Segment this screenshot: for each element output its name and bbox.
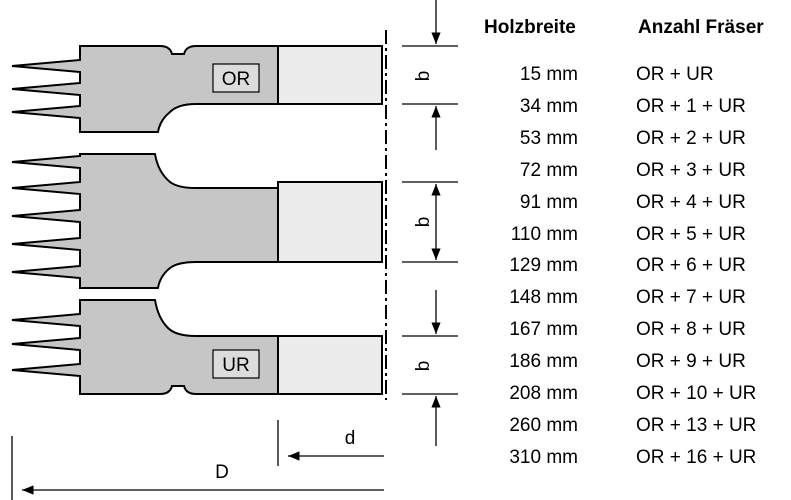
dimension-b-label-middle: b: [413, 217, 434, 228]
cutter-count-cell: OR + 9 + UR: [636, 351, 746, 373]
wood-width-cell: 310 mm: [509, 446, 578, 468]
cutter-count-cell: OR + 10 + UR: [636, 383, 757, 404]
dimension-D: [11, 436, 384, 500]
wood-width-cell: 260 mm: [509, 414, 578, 436]
cutter-count-cell: OR + 3 + UR: [636, 159, 746, 181]
cutter-diagram: OR UR b b b d: [11, 0, 458, 500]
table-row: 148 mm OR + 7 + UR: [484, 288, 784, 310]
wood-width-cell: 186 mm: [509, 351, 578, 373]
wood-width-cell: 34 mm: [519, 95, 578, 117]
table-row: 310 mm OR + 16 + UR: [484, 446, 784, 470]
middle-cutter: [11, 153, 383, 289]
bottom-shank: [277, 335, 383, 395]
dimension-D-label: D: [215, 462, 229, 483]
table-row: 110 mm OR + 5 + UR: [484, 223, 784, 247]
wood-width-cell: 129 mm: [509, 255, 578, 277]
table-row: 91 mm OR + 4 + UR: [484, 191, 784, 215]
top-cutter-or: OR: [11, 45, 383, 133]
table-row: 208 mm OR + 10 + UR: [484, 384, 784, 406]
ur-label: UR: [222, 355, 249, 376]
dimension-d: [277, 420, 384, 466]
cutter-count-cell: OR + 13 + UR: [636, 414, 757, 436]
or-label: OR: [222, 69, 251, 90]
table-row: 167 mm OR + 8 + UR: [484, 320, 784, 342]
wood-width-cell: 167 mm: [509, 319, 578, 341]
cutter-count-cell: OR + 16 + UR: [636, 446, 757, 468]
table-row: 186 mm OR + 9 + UR: [484, 352, 784, 374]
table-row: 260 mm OR + 13 + UR: [484, 414, 784, 438]
ur-label-box: [212, 349, 260, 379]
wood-width-cell: 15 mm: [519, 64, 578, 85]
dimension-b-label-bottom: b: [413, 361, 434, 372]
wood-width-cell: 72 mm: [519, 159, 578, 181]
wood-width-cell: 110 mm: [510, 223, 578, 245]
top-cutter-body: [11, 45, 279, 133]
top-shank: [277, 45, 383, 105]
table-row: 15 mm OR + UR: [484, 65, 784, 87]
dimension-b-top: [402, 0, 458, 150]
cutter-count-cell: OR + UR: [636, 64, 714, 85]
wood-width-cell: 91 mm: [519, 191, 578, 213]
cutter-count-cell: OR + 2 + UR: [636, 127, 746, 149]
wood-width-cell: 53 mm: [519, 127, 578, 149]
dimension-b-label-top: b: [413, 71, 434, 82]
or-label-box: [212, 63, 260, 93]
cutter-count-cell: OR + 8 + UR: [636, 319, 746, 341]
dimension-d-label: d: [345, 428, 356, 449]
table-row: 34 mm OR + 1 + UR: [484, 95, 784, 119]
header-holzbreite: Holzbreite: [484, 17, 576, 38]
header-anzahl-fraeser: Anzahl Fräser: [638, 17, 764, 38]
wood-width-cell: 208 mm: [509, 383, 578, 404]
cutter-count-cell: OR + 1 + UR: [636, 95, 746, 117]
middle-cutter-body: [11, 153, 279, 289]
bottom-cutter-body: [11, 299, 279, 395]
cutter-count-cell: OR + 6 + UR: [636, 255, 746, 277]
dimension-b-bottom: [402, 290, 458, 446]
table-row: 129 mm OR + 6 + UR: [484, 256, 784, 278]
wood-width-cell: 148 mm: [509, 287, 578, 309]
middle-shank: [277, 181, 383, 263]
table-row: 53 mm OR + 2 + UR: [484, 127, 784, 151]
dimension-b-middle: [402, 181, 458, 263]
cutter-count-cell: OR + 5 + UR: [636, 223, 746, 245]
cutter-count-cell: OR + 4 + UR: [636, 191, 746, 213]
cutter-count-cell: OR + 7 + UR: [636, 287, 746, 309]
bottom-cutter-ur: UR: [11, 299, 383, 395]
table-row: 72 mm OR + 3 + UR: [484, 159, 784, 183]
